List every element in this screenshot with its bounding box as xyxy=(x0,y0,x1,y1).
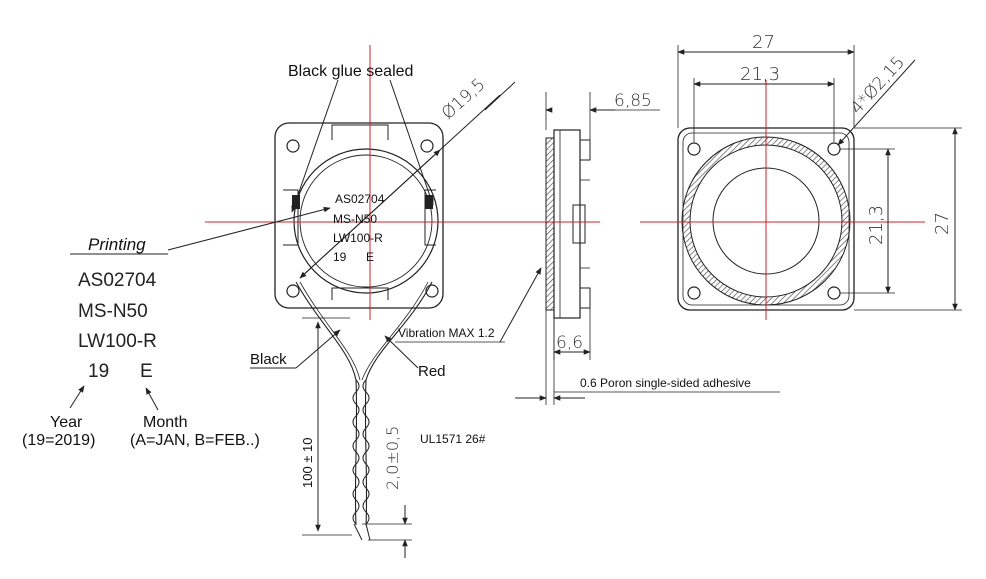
adhesive-label: 0.6 Poron single-sided adhesive xyxy=(580,376,751,390)
black-glue-label: Black glue sealed xyxy=(288,63,413,80)
red-wire-label: Red xyxy=(418,363,446,380)
front-cone-outer xyxy=(293,148,439,294)
front-frame xyxy=(274,122,444,309)
thickness-label: 6,85 xyxy=(614,91,652,111)
legend-year-label: Year xyxy=(50,414,83,431)
wire-spec-label: UL1571 26# xyxy=(420,432,486,446)
strip-length-label: 2,0±0,5 xyxy=(383,426,402,490)
wire-length-label: 100 ± 10 xyxy=(300,437,315,488)
rear-height-label: 27 xyxy=(932,212,953,235)
body-label: 6,6 xyxy=(556,333,583,353)
vibration-label: Vibration MAX 1.2 xyxy=(398,326,495,340)
rear-hole-tl xyxy=(687,142,701,156)
front-view: Black glue sealed Ø19,5 AS02704 MS-N50 L… xyxy=(167,45,520,558)
wire-twist xyxy=(352,379,360,525)
side-view: 6,85 6,6 Vibration MAX 1.2 0.6 Poron sin… xyxy=(395,91,780,405)
front-hole-tl xyxy=(286,139,300,153)
printing-legend: Printing AS02704 MS-N50 LW100-R 19 E Yea… xyxy=(22,235,260,449)
rear-hole-bl xyxy=(687,286,701,300)
rear-hole-spacing-v-label: 21,3 xyxy=(866,205,887,245)
legend-month-note: (A=JAN, B=FEB..) xyxy=(130,432,260,449)
legend-line-1: AS02704 xyxy=(78,270,157,291)
side-adhesive xyxy=(545,137,555,311)
legend-line-2: MS-N50 xyxy=(78,301,148,322)
printing-title: Printing xyxy=(88,235,146,254)
front-print-month: E xyxy=(366,250,374,264)
front-cone-inner xyxy=(299,154,433,288)
legend-year-note: (19=2019) xyxy=(22,432,95,449)
rear-hole-br xyxy=(827,286,841,300)
legend-month-label: Month xyxy=(143,414,187,431)
front-hole-bl xyxy=(286,284,300,298)
front-hole-br xyxy=(425,284,439,298)
rear-view: 27 21,3 4*Ø2,15 27 21,3 xyxy=(640,32,962,320)
front-print-line-1: AS02704 xyxy=(335,192,385,206)
legend-line-3: LW100-R xyxy=(78,331,157,352)
diameter-label: Ø19,5 xyxy=(438,75,489,124)
legend-month-code: E xyxy=(140,361,153,382)
side-frame xyxy=(553,129,581,319)
front-print-line-2: MS-N50 xyxy=(333,212,377,226)
rear-hole-spacing-label: 21,3 xyxy=(740,64,780,85)
legend-year-code: 19 xyxy=(88,361,109,382)
front-print-line-3: LW100-R xyxy=(333,231,383,245)
front-hole-tr xyxy=(420,139,434,153)
black-wire-label: Black xyxy=(250,351,287,368)
rear-width-label: 27 xyxy=(752,32,775,53)
rear-hole-label: 4*Ø2,15 xyxy=(847,53,909,119)
front-print-year: 19 xyxy=(333,250,347,264)
